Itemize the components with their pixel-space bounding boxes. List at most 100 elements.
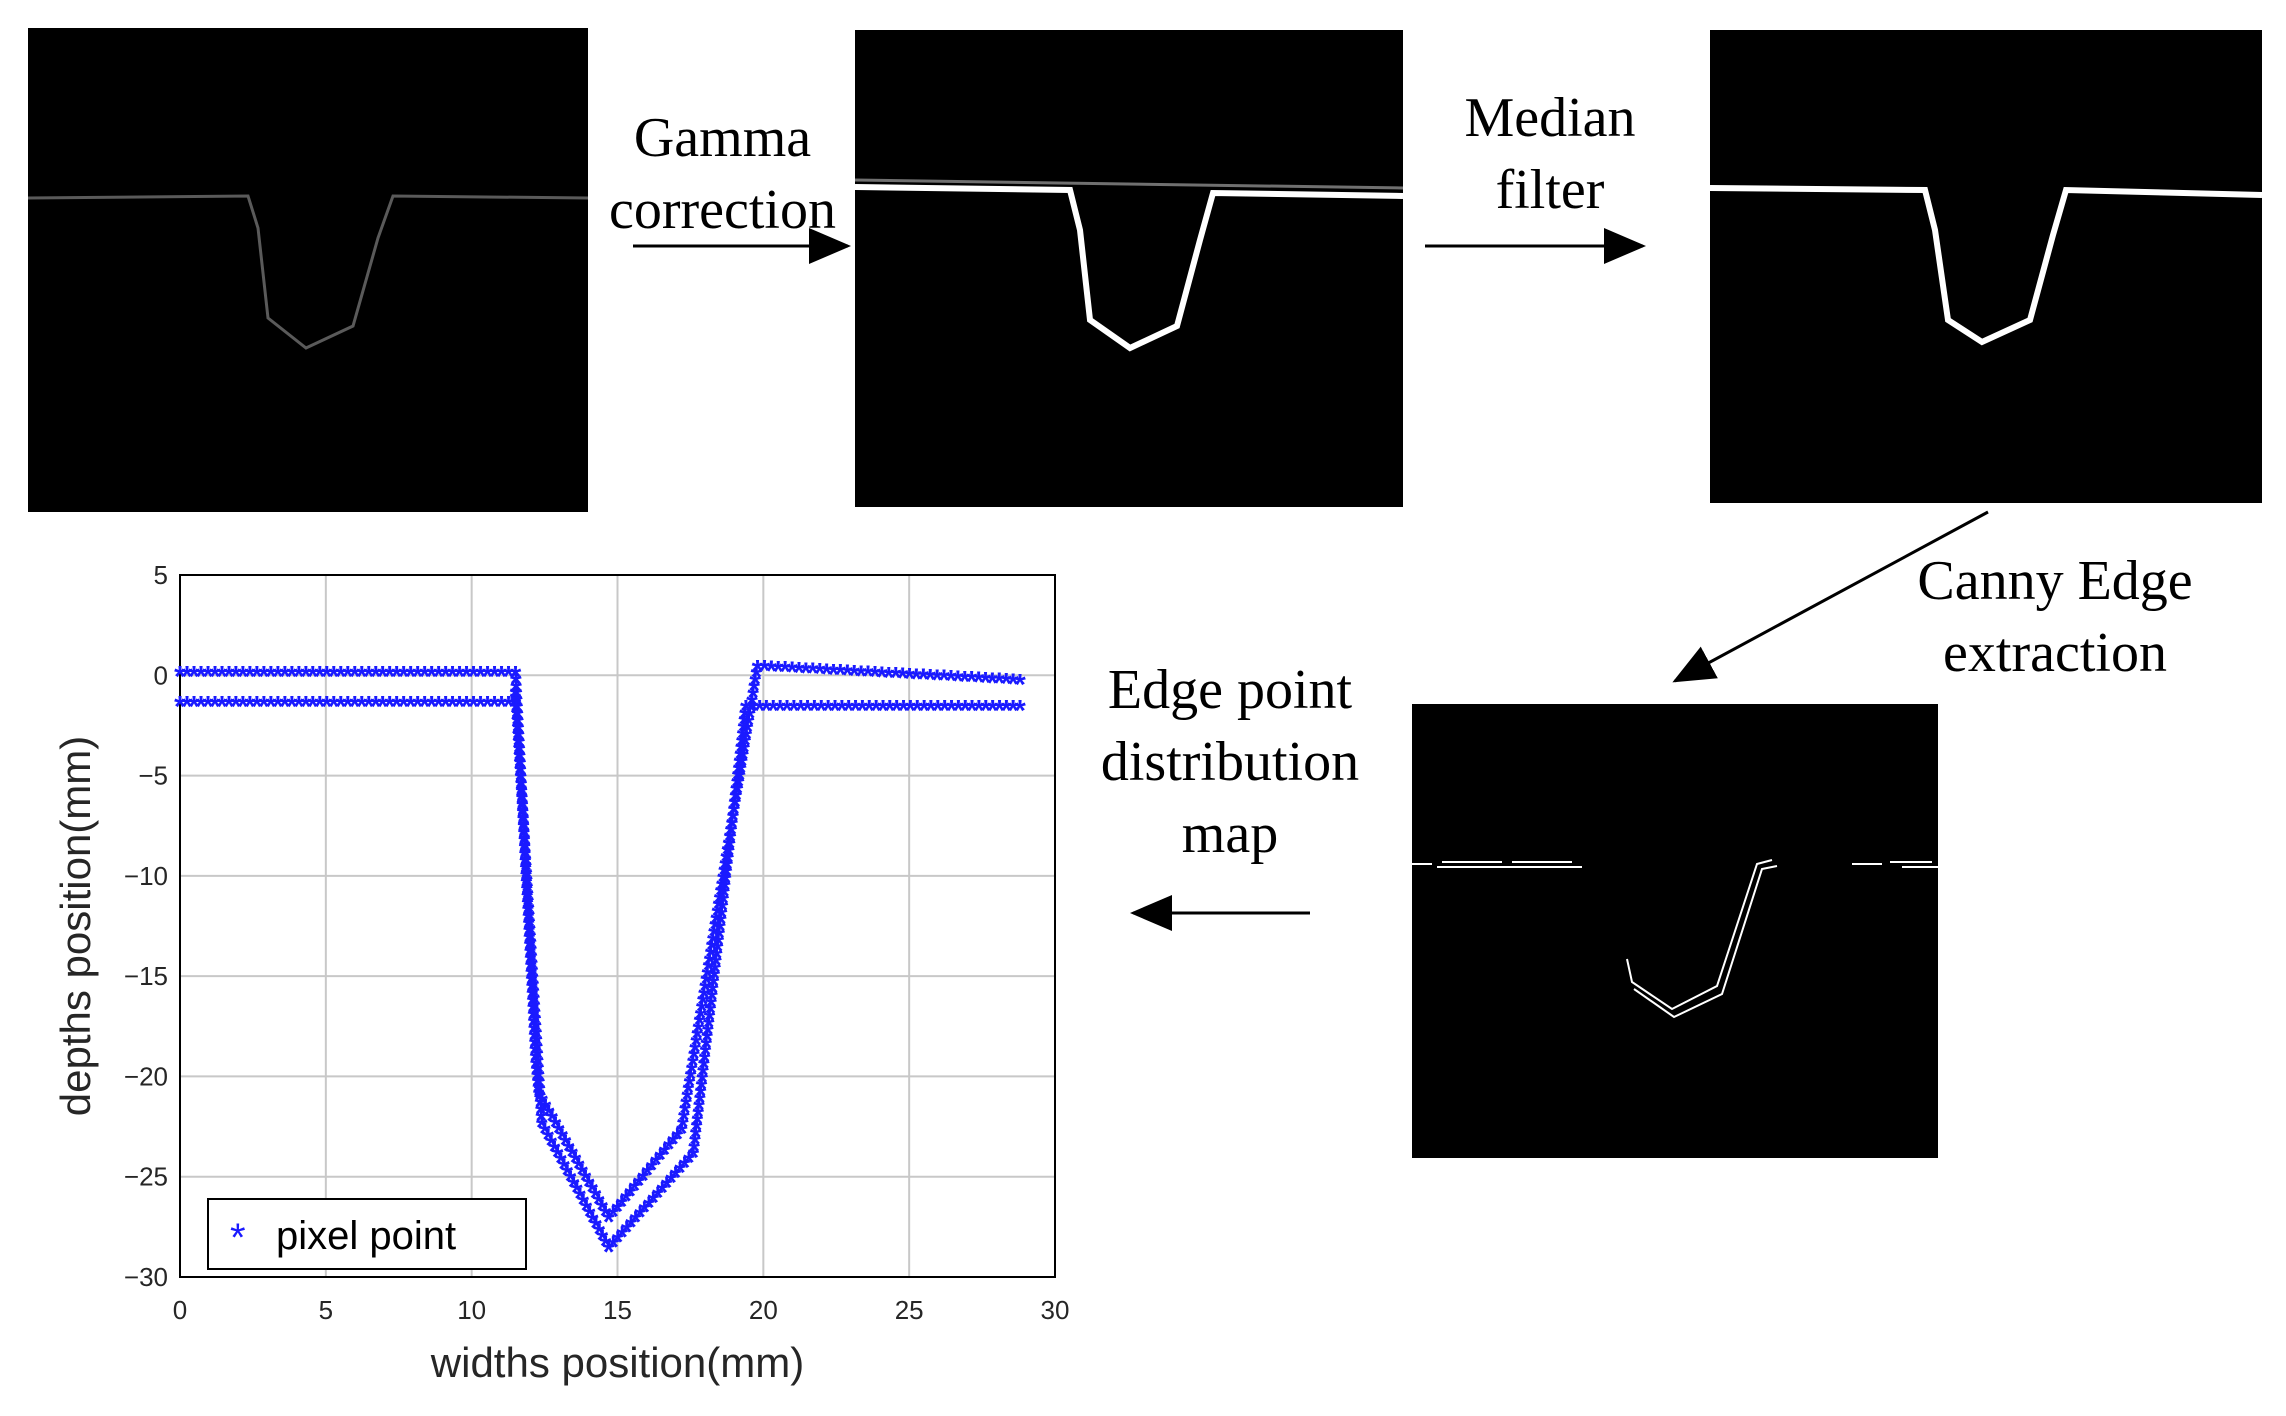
pixel-point: * — [725, 818, 737, 851]
pixel-point: * — [857, 694, 869, 727]
x-tick-label: 20 — [749, 1295, 778, 1325]
pixel-point: * — [674, 1157, 686, 1190]
pixel-point: * — [703, 1011, 715, 1044]
pixel-point: * — [946, 694, 958, 727]
pixel-point: * — [532, 1056, 544, 1089]
pixel-point: * — [568, 1171, 580, 1204]
pixel-point: * — [973, 666, 985, 699]
pixel-point: * — [683, 1147, 695, 1180]
pixel-point: * — [521, 868, 533, 901]
pixel-point: * — [701, 961, 713, 994]
pixel-point: * — [730, 784, 742, 817]
pixel-point: * — [721, 853, 733, 886]
pixel-point: * — [863, 694, 875, 727]
pixel-point: * — [697, 1059, 709, 1092]
pixel-point: * — [496, 660, 508, 693]
pixel-point: * — [525, 931, 537, 964]
pixel-point: * — [723, 839, 735, 872]
pixel-point: * — [188, 660, 200, 693]
pixel-point: * — [745, 695, 757, 728]
pixel-point: * — [709, 913, 721, 946]
canny-label-line-2: extraction — [1943, 622, 2167, 684]
pixel-point: * — [565, 1165, 577, 1198]
pixel-point: * — [530, 1044, 542, 1077]
pixel-point: * — [736, 729, 748, 762]
pixel-point: * — [520, 854, 532, 887]
pixel-point: * — [516, 785, 528, 818]
pixel-point: * — [520, 856, 532, 889]
pixel-point: * — [230, 690, 242, 723]
pixel-point: * — [634, 1201, 646, 1234]
pixel-point: * — [527, 1003, 539, 1036]
pixel-point: * — [529, 1037, 541, 1070]
pixel-point: * — [665, 1166, 677, 1199]
pixel-point: * — [532, 1069, 544, 1102]
pixel-point: * — [523, 903, 535, 936]
pixel-point: * — [722, 838, 734, 871]
pixel-point: * — [600, 1230, 612, 1263]
pixel-point: * — [461, 690, 473, 723]
pixel-point: * — [573, 1153, 585, 1186]
pixel-point: * — [349, 660, 361, 693]
pixel-point: * — [676, 1118, 688, 1151]
pixel-point: * — [531, 1063, 543, 1096]
pixel-point: * — [447, 690, 459, 723]
canny-label-line-1: Canny Edge — [1917, 550, 2193, 612]
pixel-point: * — [679, 1152, 691, 1185]
pixel-point: * — [516, 786, 528, 819]
pixel-point: * — [659, 1138, 671, 1171]
pixel-point: * — [265, 660, 277, 693]
pixel-point: * — [696, 1066, 708, 1099]
pixel-point: * — [586, 1176, 598, 1209]
gamma-label-line-2: correction — [609, 179, 836, 241]
pixel-point: * — [836, 694, 848, 727]
pixel-point: * — [328, 690, 340, 723]
pixel-point: * — [230, 660, 242, 693]
pixel-point: * — [216, 660, 228, 693]
pixel-point: * — [558, 1153, 570, 1186]
legend-label: pixel point — [276, 1214, 456, 1258]
pixel-point: * — [574, 1183, 586, 1216]
pixel-point: * — [510, 667, 522, 700]
pixel-point: * — [667, 1128, 679, 1161]
pixel-point: * — [607, 1231, 619, 1264]
pixel-point: * — [419, 660, 431, 693]
pixel-point: * — [543, 1099, 555, 1132]
pixel-point: * — [512, 716, 524, 749]
pixel-point: * — [174, 660, 186, 693]
pixel-point: * — [391, 660, 403, 693]
pixel-point: * — [761, 694, 773, 727]
pixel-point: * — [652, 1181, 664, 1214]
pixel-point: * — [713, 921, 725, 954]
pixel-point: * — [514, 750, 526, 783]
pixel-point: * — [384, 690, 396, 723]
pixel-point: * — [795, 694, 807, 727]
edge-map-label: Edge point distribution map — [1070, 654, 1390, 870]
pixel-point: * — [712, 900, 724, 933]
pixel-point: * — [616, 1221, 628, 1254]
pixel-point: * — [515, 765, 527, 798]
pixel-point: * — [699, 975, 711, 1008]
pixel-point: * — [533, 1070, 545, 1103]
pixel-point: * — [600, 1200, 612, 1233]
pixel-point: * — [742, 716, 754, 749]
pixel-point: * — [718, 880, 730, 913]
pixel-point: * — [862, 660, 874, 693]
pixel-point: * — [517, 799, 529, 832]
pixel-point: * — [307, 660, 319, 693]
pixel-point: * — [526, 968, 538, 1001]
pixel-point: * — [726, 811, 738, 844]
pixel-point: * — [733, 770, 745, 803]
pixel-point: * — [514, 737, 526, 770]
pixel-point: * — [828, 658, 840, 691]
pixel-point: * — [512, 722, 524, 755]
pixel-point: * — [687, 1049, 699, 1082]
pixel-point: * — [419, 690, 431, 723]
pixel-point: * — [440, 660, 452, 693]
canny-edge-lines — [1412, 859, 1938, 1019]
pixel-point: * — [713, 893, 725, 926]
pixel-point: * — [904, 662, 916, 695]
pixel-point: * — [195, 660, 207, 693]
pixel-point: * — [695, 1002, 707, 1035]
